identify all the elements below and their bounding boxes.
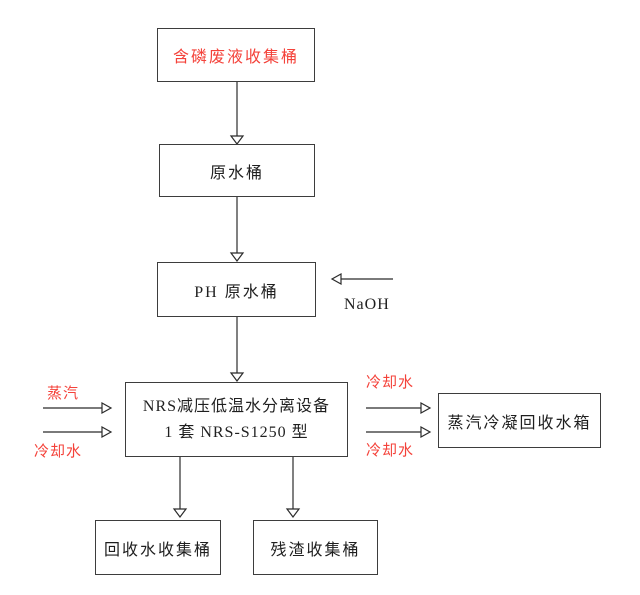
arrow-cooling-water-in <box>43 425 113 439</box>
node-recovered-water-collection-tank: 回收水收集桶 <box>95 520 221 575</box>
node-raw-water-tank: 原水桶 <box>159 144 315 197</box>
separator-equipment-name: NRS减压低温水分离设备 <box>142 397 331 415</box>
arrow-raw-water-to-ph-tank <box>229 197 245 262</box>
arrow-separator-to-residue <box>285 457 301 518</box>
cooling-water-out-top-label: 冷却水 <box>366 375 415 391</box>
cooling-water-out-bottom-label: 冷却水 <box>366 443 415 459</box>
arrow-waste-to-raw-water <box>229 82 245 145</box>
node-separator-equipment: NRS减压低温水分离设备 1 套 NRS-S1250 型 <box>125 382 348 457</box>
arrow-cooling-water-out-bottom <box>366 425 432 439</box>
node-waste-collection-tank: 含磷废液收集桶 <box>157 28 315 82</box>
cooling-water-in-label: 冷却水 <box>34 444 83 460</box>
separator-equipment-model: 1 套 NRS-S1250 型 <box>164 423 309 441</box>
node-residue-collection-tank: 残渣收集桶 <box>253 520 378 575</box>
arrow-steam-in <box>43 401 113 415</box>
arrow-ph-tank-to-separator <box>229 317 245 382</box>
arrow-naoh-in <box>330 272 393 286</box>
arrow-cooling-water-out-top <box>366 401 432 415</box>
naoh-stream-label: NaOH <box>344 296 390 313</box>
node-steam-condensate-recovery-tank: 蒸汽冷凝回收水箱 <box>438 393 601 448</box>
arrow-separator-to-recovered-water <box>172 457 188 518</box>
steam-in-label: 蒸汽 <box>47 386 80 402</box>
node-ph-raw-water-tank: PH 原水桶 <box>157 262 316 317</box>
